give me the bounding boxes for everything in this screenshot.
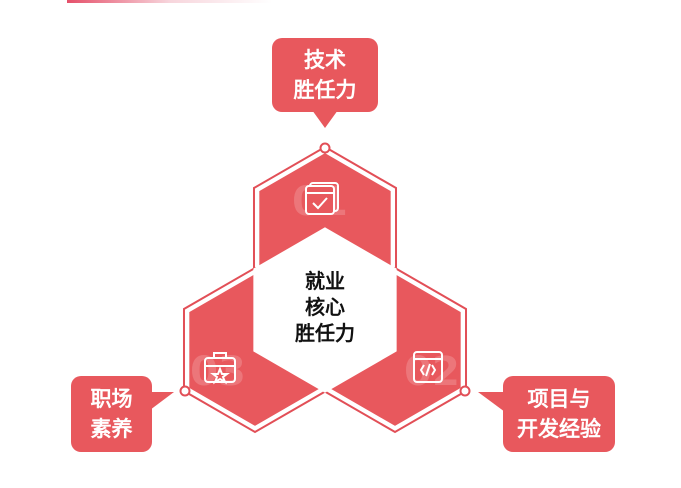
top-accent-bar [67, 0, 272, 3]
center-title: 就业 核心 胜任力 [265, 268, 385, 346]
label-line: 胜任力 [293, 78, 357, 102]
hex-center [253, 227, 397, 393]
checklist-window-icon [305, 182, 339, 215]
connector-dot [459, 385, 471, 397]
label-project-experience: 项目与 开发经验 [503, 376, 615, 452]
label-line: 素养 [90, 417, 133, 441]
code-window-icon [413, 351, 443, 383]
center-title-line3: 胜任力 [295, 321, 355, 345]
connector-dot [179, 385, 191, 397]
label-technical-competency: 技术 胜任力 [272, 38, 378, 112]
bubble-tail-right [478, 392, 505, 412]
center-title-line1: 就业 [305, 269, 345, 293]
label-line: 开发经验 [517, 417, 601, 441]
bubble-tail-left [150, 392, 174, 410]
connector-dot [319, 142, 331, 154]
label-workplace-literacy: 职场 素养 [71, 376, 152, 452]
watermark-right: 02 [404, 349, 460, 395]
briefcase-star-icon [204, 352, 236, 385]
label-line: 职场 [90, 387, 133, 411]
bubble-tail-top [312, 110, 338, 128]
center-title-line2: 核心 [305, 295, 345, 319]
label-line: 项目与 [527, 387, 591, 411]
label-line: 技术 [304, 48, 346, 72]
